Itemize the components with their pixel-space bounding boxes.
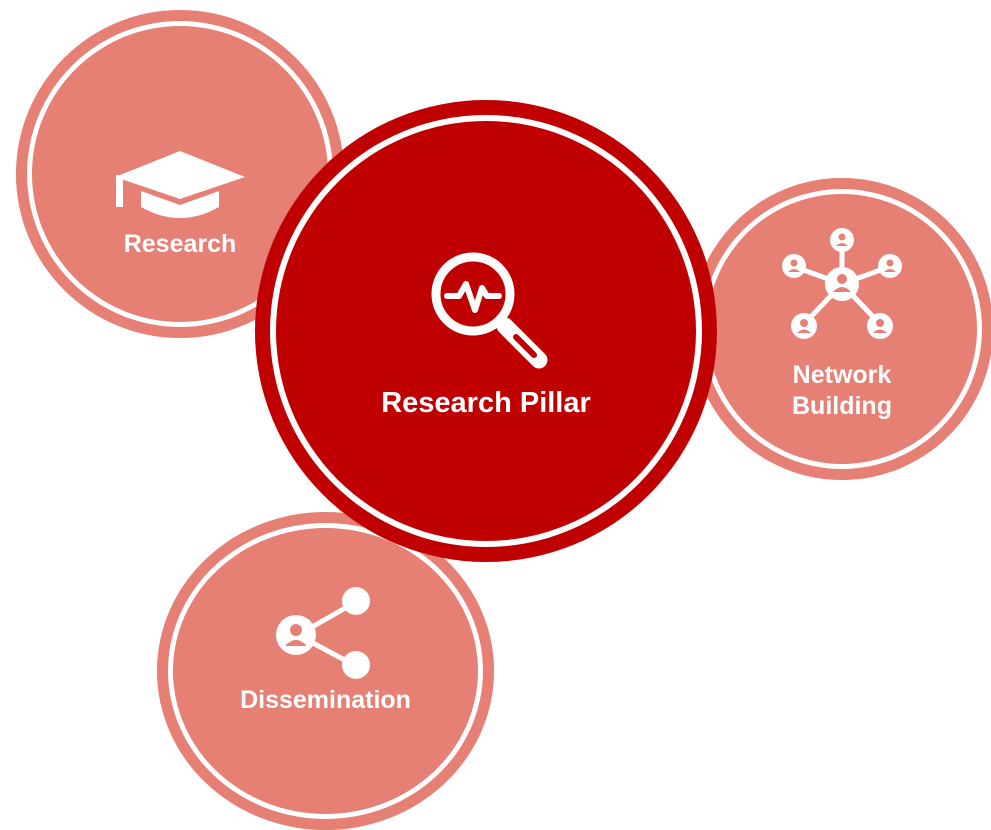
network-building-circle: Network Building	[691, 178, 991, 480]
research-pillar-circle: Research Pillar	[255, 100, 717, 562]
network-building-label: Network Building	[792, 360, 892, 422]
research-circle: Research	[16, 10, 344, 338]
graduation-cap-icon	[115, 150, 245, 221]
research-label: Research	[123, 229, 237, 258]
network-building-label-line-2: Building	[792, 392, 892, 420]
research-pillar-label: Research Pillar	[381, 387, 591, 419]
share-people-icon	[274, 586, 378, 679]
network-building-label-line-1: Network	[792, 361, 892, 389]
people-network-icon	[780, 226, 904, 346]
dissemination-label: Dissemination	[240, 685, 411, 714]
magnifier-pulse-icon	[421, 242, 551, 372]
dissemination-circle: Dissemination	[157, 512, 494, 830]
